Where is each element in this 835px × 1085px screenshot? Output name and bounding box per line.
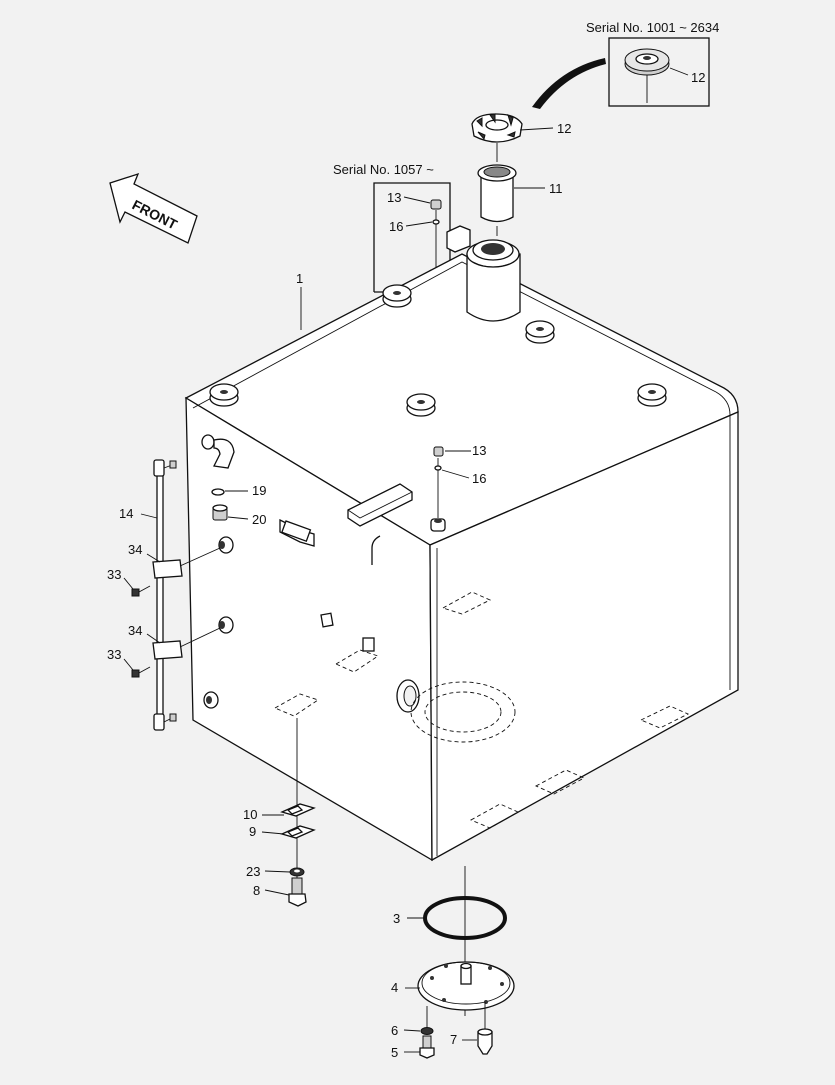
top-boss-1 — [209, 383, 239, 407]
boss-left-a — [218, 536, 234, 554]
callout-33-b: 33 — [107, 647, 121, 662]
shim-10-icon — [280, 803, 316, 817]
callout-12-inset: 12 — [691, 70, 705, 85]
serial-label-top: Serial No. 1001 ~ 2634 — [586, 20, 719, 35]
callout-34-b: 34 — [128, 623, 142, 638]
fitting-7-icon — [477, 1002, 493, 1055]
callout-6: 6 — [391, 1023, 398, 1038]
o-ring-19-icon — [211, 488, 225, 496]
strainer-11-icon — [477, 164, 517, 236]
callout-13-b: 13 — [472, 443, 486, 458]
top-boss-4 — [525, 320, 555, 344]
boss-left-c — [203, 691, 219, 709]
top-boss-3 — [637, 383, 667, 407]
callout-19: 19 — [252, 483, 266, 498]
shim-9-icon — [280, 825, 316, 839]
callout-23: 23 — [246, 864, 260, 879]
callout-7: 7 — [450, 1032, 457, 1047]
hydraulic-tank: 13 16 — [184, 225, 739, 862]
callout-1: 1 — [296, 271, 303, 286]
callout-3: 3 — [393, 911, 400, 926]
plug-20-icon — [212, 504, 228, 521]
left-fitting-elbow — [201, 434, 235, 469]
front-arrow: FRONT — [109, 172, 198, 244]
top-boss-2 — [406, 393, 436, 417]
cap-variant-icon — [624, 48, 670, 103]
callout-16-a: 16 — [389, 219, 403, 234]
cap-12-icon — [471, 113, 523, 162]
callout-12: 12 — [557, 121, 571, 136]
washer-23-icon — [289, 867, 305, 877]
callout-14: 14 — [119, 506, 133, 521]
level-gauge-14 — [131, 459, 221, 731]
inset-serial-1001: Serial No. 1001 ~ 2634 12 — [532, 20, 719, 109]
cover-4-icon — [417, 961, 515, 1011]
callout-9: 9 — [249, 824, 256, 839]
callout-4: 4 — [391, 980, 398, 995]
bolt-33-b-icon — [131, 666, 151, 678]
callout-8: 8 — [253, 883, 260, 898]
callout-10: 10 — [243, 807, 257, 822]
callout-5: 5 — [391, 1045, 398, 1060]
bolt-5-icon — [419, 1035, 435, 1059]
callout-33-a: 33 — [107, 567, 121, 582]
bolt-8-icon — [288, 877, 307, 907]
filler-neck — [446, 225, 521, 322]
callout-20: 20 — [252, 512, 266, 527]
callout-16-b: 16 — [472, 471, 486, 486]
callout-34-a: 34 — [128, 542, 142, 557]
top-boss-5 — [382, 284, 412, 308]
plug-13-icon — [430, 199, 442, 268]
bolt-33-a-icon — [131, 585, 151, 597]
washer-6-icon — [420, 1027, 434, 1035]
callout-11: 11 — [549, 181, 563, 196]
callout-13-a: 13 — [387, 190, 401, 205]
plug-13-b-icon — [430, 446, 446, 532]
serial-label-middle: Serial No. 1057 ~ — [333, 162, 434, 177]
boss-left-b — [218, 616, 234, 634]
suction-port — [396, 679, 516, 743]
inset-pointer-arrow — [532, 58, 606, 109]
o-ring-3-icon — [423, 896, 507, 940]
